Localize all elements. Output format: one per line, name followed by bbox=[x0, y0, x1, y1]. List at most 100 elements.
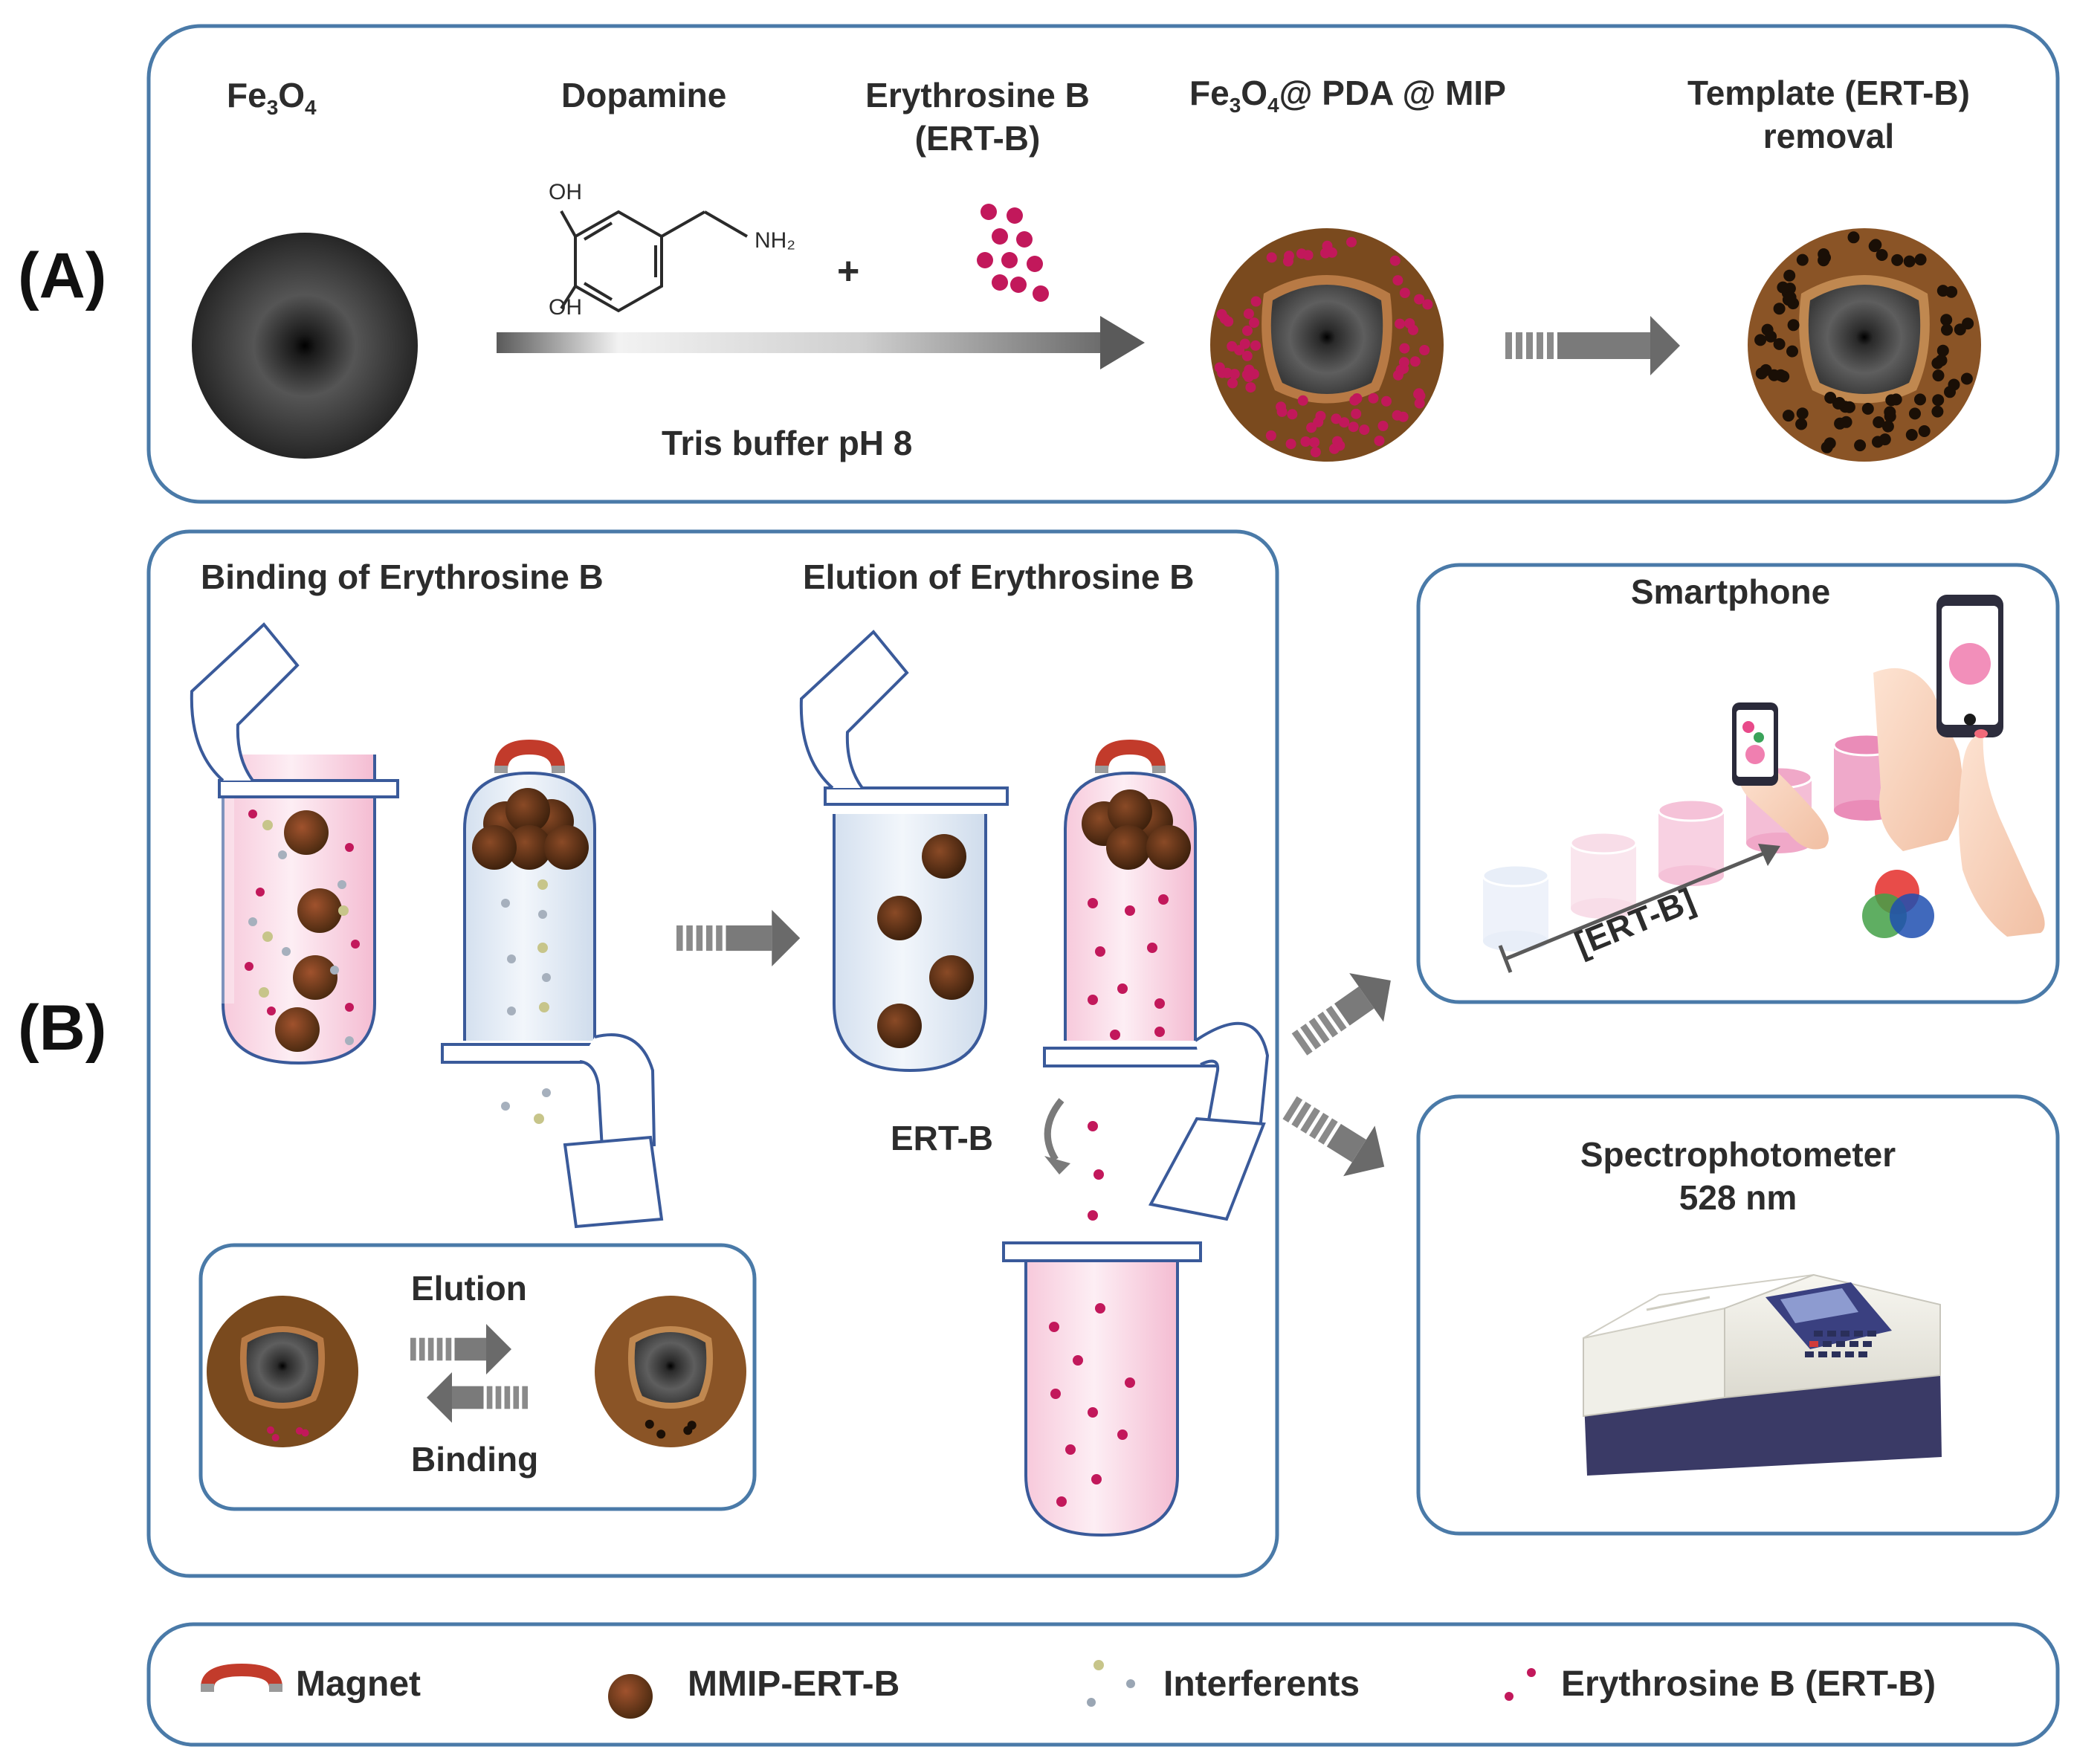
imprint-cavity bbox=[1796, 407, 1809, 420]
dye-dot bbox=[1285, 439, 1296, 450]
imprint-cavity bbox=[1881, 420, 1894, 433]
dye-dot bbox=[1242, 325, 1253, 336]
dye-dot bbox=[1297, 395, 1308, 406]
interferent bbox=[330, 966, 339, 975]
arrow-dash bbox=[716, 925, 723, 952]
dye-dot bbox=[1250, 340, 1261, 351]
process-arrow bbox=[676, 910, 801, 966]
keypad-key bbox=[1863, 1341, 1872, 1347]
interferent bbox=[539, 1002, 549, 1012]
hand-holding-phone-large bbox=[1873, 595, 2045, 937]
keypad-key bbox=[1867, 1331, 1876, 1337]
dye-dot bbox=[1117, 983, 1128, 994]
dopamine-structure-icon bbox=[560, 210, 749, 313]
dye-dot bbox=[1088, 995, 1098, 1005]
eluted-mmip-particle bbox=[922, 834, 966, 879]
imprint-cavity bbox=[1795, 418, 1808, 430]
dye-drop bbox=[1088, 1121, 1098, 1131]
legend-interferents-label: Interferents bbox=[1163, 1664, 1360, 1704]
template-removal-label: Template (ERT-B)removal bbox=[1687, 74, 1970, 155]
imprint-cavity bbox=[1818, 248, 1830, 260]
dye-dot bbox=[1007, 207, 1023, 224]
arrow-dash bbox=[1526, 332, 1533, 359]
dye-dot bbox=[1287, 409, 1298, 420]
dye-dot bbox=[1117, 1429, 1128, 1440]
imprint-cavity bbox=[1854, 439, 1867, 452]
imprint-cavity bbox=[1932, 394, 1945, 407]
imprint-cavity bbox=[1861, 402, 1874, 415]
keypad-key bbox=[1818, 1351, 1827, 1357]
dye-dot bbox=[1409, 356, 1421, 367]
arrow-head bbox=[1650, 316, 1680, 375]
imprint-cavity bbox=[1821, 441, 1833, 453]
inset-frame bbox=[198, 1243, 757, 1511]
imprint-cavity bbox=[1787, 319, 1800, 332]
arrow-head bbox=[1349, 973, 1391, 1022]
legend-magnet-label: Magnet bbox=[296, 1664, 421, 1704]
arrow-dash bbox=[1308, 1018, 1330, 1044]
imprint-cavity bbox=[1885, 394, 1898, 407]
binding-tube bbox=[190, 622, 399, 1065]
dye-dot bbox=[1284, 251, 1294, 262]
imprint-cavity bbox=[1884, 406, 1896, 419]
arrow-dash bbox=[419, 1337, 425, 1361]
arrow-dash bbox=[427, 1337, 434, 1361]
imprint-cavity bbox=[1954, 323, 1966, 336]
dye-dot bbox=[1309, 437, 1320, 448]
dye-dot bbox=[1399, 343, 1410, 354]
dye-dot bbox=[248, 810, 257, 818]
imprint-cavity bbox=[1782, 294, 1794, 306]
dye-dot bbox=[1250, 296, 1261, 307]
imprint-cavity bbox=[1847, 231, 1860, 244]
eluted-mmip-particle bbox=[877, 896, 922, 940]
dye-dot bbox=[1249, 317, 1259, 329]
interferent bbox=[537, 879, 548, 890]
dye-dot bbox=[1359, 424, 1370, 436]
concentration-axis-arrow bbox=[1498, 844, 1780, 973]
cup-base bbox=[1658, 865, 1724, 886]
captured-mmip-particle bbox=[1106, 825, 1151, 870]
dye-dot bbox=[1374, 436, 1385, 446]
arrow-shaft bbox=[1334, 986, 1374, 1026]
captured-mmip-particle bbox=[472, 825, 517, 870]
dye-dot bbox=[1241, 350, 1253, 361]
panel-label-a: (A) bbox=[18, 240, 107, 311]
magnetic-separation-tube bbox=[441, 740, 664, 1229]
imprint-cavity bbox=[1796, 253, 1809, 266]
dye-dot bbox=[1227, 340, 1238, 352]
dye-dot bbox=[1027, 256, 1043, 272]
dye-dot bbox=[1302, 250, 1314, 261]
dye-dot bbox=[1001, 252, 1018, 268]
dye-dot bbox=[1339, 417, 1350, 428]
eluted-mmip-particle bbox=[929, 955, 974, 1000]
imprint-cavity bbox=[1843, 401, 1855, 413]
dye-dot bbox=[1158, 894, 1169, 905]
imprint-cavity bbox=[1941, 323, 1953, 336]
keypad-key bbox=[1827, 1331, 1836, 1337]
keypad-key bbox=[1823, 1341, 1832, 1347]
dye-dot bbox=[351, 940, 360, 949]
imprint-cavity bbox=[1773, 337, 1786, 350]
synthesis-arrow bbox=[497, 316, 1145, 369]
dye-dot bbox=[256, 888, 265, 896]
oh-bottom-label: OH bbox=[549, 295, 582, 320]
arrow-dash bbox=[1300, 1107, 1320, 1134]
dye-dot bbox=[1348, 421, 1359, 433]
mmip-particle-icon bbox=[608, 1674, 653, 1719]
arrow-dash bbox=[1516, 332, 1522, 359]
erythrosine-dots-cluster bbox=[977, 204, 1049, 302]
arrow-shaft bbox=[726, 925, 772, 952]
interferent bbox=[338, 905, 349, 916]
dye-dot bbox=[1377, 421, 1389, 431]
smartphone-title: Smartphone bbox=[1630, 572, 1831, 611]
oh-top-label: OH bbox=[549, 180, 582, 204]
imprint-cavity bbox=[1935, 354, 1948, 366]
arrow-dash bbox=[1505, 332, 1512, 359]
legend-erythrosine-label: Erythrosine B (ERT-B) bbox=[1561, 1664, 1936, 1704]
captured-mmip-particle bbox=[505, 788, 550, 833]
cup-rim bbox=[1482, 864, 1550, 888]
imprint-cavity bbox=[1945, 285, 1958, 298]
imprint-cavity bbox=[1914, 253, 1927, 266]
dye-dot bbox=[1095, 1303, 1105, 1314]
